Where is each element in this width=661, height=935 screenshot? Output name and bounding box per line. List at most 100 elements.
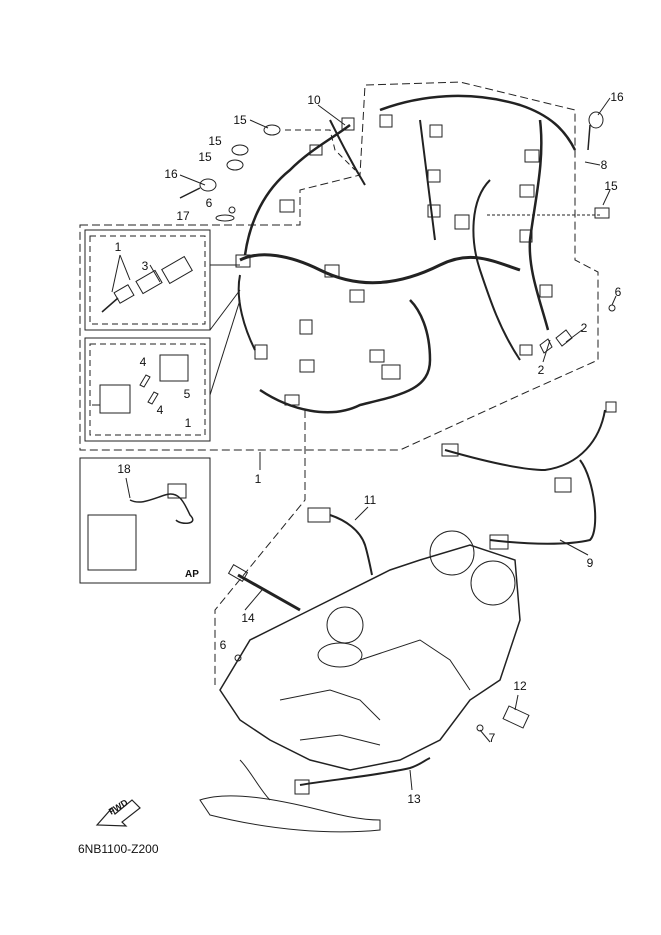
connector [454,214,470,230]
engine-block [219,544,521,771]
connector [299,359,315,373]
ap-connector [167,483,187,499]
callout-18: 18 [117,462,131,476]
leader-16b [597,97,611,116]
inset2-terminal [147,391,159,405]
bolt-6-lower [234,654,242,662]
connector [519,184,535,198]
leader-10 [317,104,346,126]
callout-3: 3 [141,259,149,273]
callout-14: 14 [241,611,255,625]
leader-7 [479,729,491,743]
harness-right-loop [472,179,521,361]
connector-9c [554,477,572,493]
inset2-terminal [139,374,151,388]
engine-detail [359,639,471,691]
sensor-11-wire [329,514,373,576]
connector [279,199,295,213]
bracket-2 [555,329,573,347]
connector [341,117,355,131]
harness-lower-loop [259,299,432,414]
bolt-6 [228,206,236,214]
connector [379,114,393,128]
connector-9d [605,401,617,413]
inset-box-1-inner [89,235,206,325]
inset1-plug [113,284,135,304]
callout-4a: 4 [139,355,147,369]
inset1-housing [161,255,193,285]
flywheel-gear [326,606,364,644]
inset1-seal [135,269,163,295]
connector [254,344,268,360]
connector [427,169,441,183]
tie-16-tail [179,187,201,199]
clamp-15-right [594,207,610,219]
callout-13: 13 [407,792,421,806]
engine-detail [299,734,381,746]
callout-15d: 15 [604,179,618,193]
inset1-wire [101,297,119,313]
connector [284,394,300,406]
harness-sensor-10 [329,119,366,186]
upper-dashed-region [285,129,356,171]
sensor-14-plug [227,563,249,583]
callout-1c: 1 [254,472,262,486]
ap-tag: AP [185,569,199,580]
leader-12 [514,694,519,711]
inset2-housing [99,384,131,414]
callout-15b: 15 [208,134,222,148]
callout-7: 7 [488,731,496,745]
leader-18 [125,477,131,499]
leader-6c [611,295,617,306]
callout-17: 17 [176,209,190,223]
sensor-11-plug [307,507,331,523]
leader-3 [149,264,161,283]
bottom-cowl [199,795,381,833]
inset-box-ap [79,457,211,584]
lead-13 [299,757,431,786]
bolt-6-right [608,304,616,312]
ap-wire [129,493,194,525]
leader-14 [244,589,263,611]
callout-16a: 16 [164,167,178,181]
connector [324,264,340,278]
harness-main-trunk [239,253,521,285]
inset-box-2 [84,337,211,442]
callout-15a: 15 [233,113,247,127]
harness-left-down [237,274,256,351]
connector [519,229,533,243]
leader-11 [354,506,369,521]
connector [369,349,385,363]
callout-6a: 6 [205,196,213,210]
tie-16-right-tail [587,124,591,151]
connector-9b [489,534,509,550]
bottom-cowl-edge [239,759,271,801]
connector [524,149,540,163]
connector [539,284,553,298]
tie-16-right [588,111,604,129]
callout-8: 8 [600,158,608,172]
diagram-code: 6NB1100-Z200 [78,842,159,856]
connector [427,204,441,218]
clip-17 [215,214,235,222]
callout-2b: 2 [537,363,545,377]
leader-16a [179,174,206,186]
callout-4b: 4 [156,403,164,417]
leader-8 [584,161,601,166]
connector [381,364,401,380]
sensor-12 [502,705,530,729]
harness-branch-up [243,123,351,256]
callout-9: 9 [586,556,594,570]
callout-10: 10 [307,93,321,107]
connector [309,144,323,156]
inset-box-1 [84,229,211,331]
callout-16b: 16 [610,90,624,104]
sensor-14 [237,573,301,612]
leader-1a [111,254,121,293]
harness-right-drop [528,119,550,331]
bracket-2b [539,338,553,354]
harness-group-outline [79,81,599,451]
clamp-15 [263,124,281,136]
bolt-7 [476,724,484,732]
connector [429,124,443,138]
